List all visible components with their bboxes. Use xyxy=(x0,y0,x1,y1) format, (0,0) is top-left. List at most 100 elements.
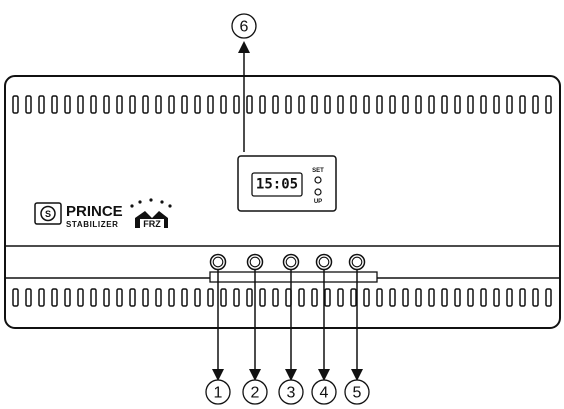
vent-slot xyxy=(480,95,487,114)
socket-inner-ring xyxy=(285,256,297,268)
vent-slot xyxy=(194,95,201,114)
socket-plate xyxy=(209,271,378,283)
lcd-time: 15:05 xyxy=(256,177,298,193)
brand-name: PRINCE xyxy=(66,203,123,220)
vent-slot xyxy=(25,95,32,114)
vent-slot xyxy=(298,288,305,307)
crown-label: FRZ xyxy=(143,219,161,229)
vent-slot xyxy=(519,95,526,114)
vent-slot xyxy=(376,95,383,114)
vent-slot xyxy=(454,288,461,307)
vent-slot xyxy=(246,95,253,114)
brand-badge xyxy=(34,202,62,225)
socket-inner-ring xyxy=(212,256,224,268)
vent-slot xyxy=(350,95,357,114)
callout-lines xyxy=(212,41,363,381)
brand-subtitle: STABILIZER xyxy=(66,220,119,229)
vent-slot xyxy=(207,288,214,307)
vent-slot xyxy=(233,95,240,114)
vent-slot xyxy=(298,95,305,114)
vent-slot xyxy=(532,288,539,307)
callout-number-3: 3 xyxy=(287,385,296,402)
vent-slot xyxy=(545,95,552,114)
vent-slot xyxy=(428,288,435,307)
crown-dot xyxy=(160,200,164,204)
crown-dot xyxy=(168,204,172,208)
vent-slot xyxy=(194,288,201,307)
vent-slot xyxy=(129,288,136,307)
crown-dot xyxy=(138,200,142,204)
vent-slot xyxy=(155,288,162,307)
vent-slot xyxy=(311,95,318,114)
vent-slot xyxy=(259,288,266,307)
brand-logo: S PRINCE STABILIZER xyxy=(34,202,123,229)
bottom-vent-row xyxy=(12,288,552,307)
vent-slot xyxy=(220,288,227,307)
vent-slot xyxy=(90,288,97,307)
vent-slot xyxy=(519,288,526,307)
vent-slot xyxy=(181,288,188,307)
vent-slot xyxy=(116,95,123,114)
callout-number-4: 4 xyxy=(320,385,329,402)
vent-slot xyxy=(428,95,435,114)
vent-slot xyxy=(103,95,110,114)
crown-logo: FRZ xyxy=(130,198,172,229)
vent-slot xyxy=(493,288,500,307)
vent-slot xyxy=(220,95,227,114)
callout-number-1: 1 xyxy=(214,385,223,402)
vent-slot xyxy=(441,95,448,114)
vent-slot xyxy=(532,95,539,114)
vent-slot xyxy=(285,95,292,114)
lcd-screen xyxy=(251,172,303,197)
up-button[interactable] xyxy=(314,188,322,196)
vent-slot xyxy=(363,95,370,114)
crown-label-bg xyxy=(140,219,164,229)
crown-dot xyxy=(149,198,153,202)
top-vent-row xyxy=(12,95,552,114)
callout-circle-6 xyxy=(231,13,257,39)
vent-slot xyxy=(441,288,448,307)
vent-slot xyxy=(337,288,344,307)
vent-slot xyxy=(467,288,474,307)
vent-slot xyxy=(77,95,84,114)
vent-slot xyxy=(103,288,110,307)
vent-slot xyxy=(363,288,370,307)
vent-slot xyxy=(324,95,331,114)
vent-slot xyxy=(129,95,136,114)
socket-inner-ring xyxy=(318,256,330,268)
vent-slot xyxy=(389,288,396,307)
callout-circle-1 xyxy=(205,379,231,405)
callout-number-2: 2 xyxy=(251,385,260,402)
vent-slot xyxy=(116,288,123,307)
vent-slot xyxy=(155,95,162,114)
vent-slot xyxy=(233,288,240,307)
brand-emblem-icon xyxy=(40,205,56,222)
vent-slot xyxy=(38,95,45,114)
set-label: SET xyxy=(312,168,324,174)
vent-slot xyxy=(545,288,552,307)
socket-inner-ring xyxy=(351,256,363,268)
brand-emblem-letter: S xyxy=(45,209,51,219)
vent-slot xyxy=(64,288,71,307)
vent-slot xyxy=(246,288,253,307)
socket-row xyxy=(209,253,378,283)
crown-dot xyxy=(130,204,134,208)
callout-circle-2 xyxy=(242,379,268,405)
vent-slot xyxy=(12,95,19,114)
vent-slot xyxy=(350,288,357,307)
vent-slot xyxy=(324,288,331,307)
set-button[interactable] xyxy=(314,176,322,184)
socket-inner-ring xyxy=(249,256,261,268)
vent-slot xyxy=(64,95,71,114)
vent-slot xyxy=(402,288,409,307)
callout-circle-5 xyxy=(344,379,370,405)
vent-slot xyxy=(415,288,422,307)
vent-slot xyxy=(181,95,188,114)
vent-slot xyxy=(25,288,32,307)
vent-slot xyxy=(454,95,461,114)
vent-slot xyxy=(142,288,149,307)
display-panel: 15:05 SET UP xyxy=(237,155,337,212)
vent-slot xyxy=(142,95,149,114)
